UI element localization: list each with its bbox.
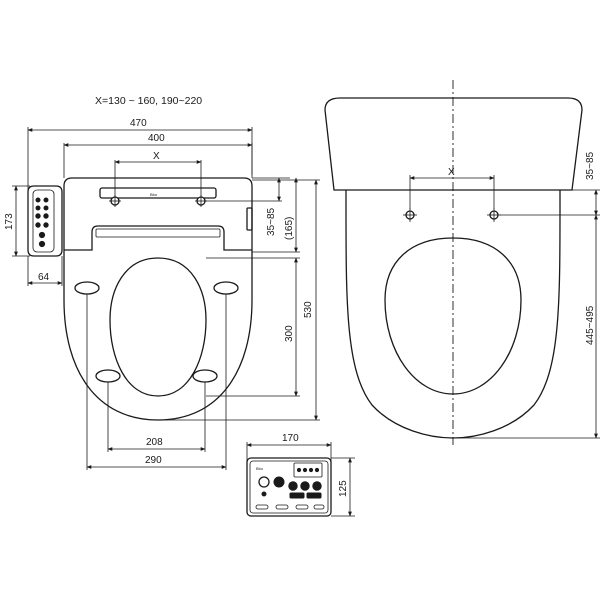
remote-brand-mark: Bbo: [256, 466, 264, 471]
hinge-housing: [63, 177, 253, 250]
remote-body: [246, 457, 332, 517]
dim-35-85-right-label: 35~85: [585, 151, 596, 180]
bowl-view: X 35~85 445~495: [324, 80, 600, 445]
seat-foot-bottom-left: [95, 369, 121, 383]
dimension-208: 208: [107, 382, 206, 452]
dimension-530: 530: [158, 179, 320, 421]
hinge-cover: [99, 187, 217, 199]
remote-button-7: [289, 492, 305, 499]
dim-470-label: 470: [130, 118, 147, 129]
seat-opening: [109, 257, 207, 397]
dim-208-label: 208: [146, 437, 163, 448]
brand-mark-small: Bbo: [150, 192, 158, 197]
remote-button-3: [288, 481, 298, 491]
bowl-mount-hole-left: [403, 208, 417, 222]
remote-button-5: [312, 481, 322, 491]
dimension-125: 125: [331, 457, 355, 517]
mount-hole-left: [109, 195, 121, 207]
dimension-64: 64: [27, 256, 63, 286]
remote-pill-1: [255, 504, 269, 510]
remote-button-8: [306, 492, 322, 499]
remote-pill-2: [275, 504, 289, 510]
dimension-300: 300: [206, 257, 300, 397]
dimension-35-85-left: 35~85: [205, 177, 290, 236]
seat-top-view: 470 400 X Bbo: [4, 118, 320, 470]
remote-button-1: [258, 476, 270, 488]
dimension-35-85-right: 35~85: [500, 151, 600, 216]
remote-pill-4: [313, 504, 325, 510]
dimension-400: 400: [63, 133, 253, 178]
dim-35-85-left-label: 35~85: [266, 207, 277, 236]
dim-300-label: 300: [284, 325, 295, 342]
bowl-opening: [384, 237, 522, 395]
seat-foot-bottom-right: [192, 369, 218, 383]
dimension-290: 290: [86, 294, 227, 470]
remote-display: [293, 462, 323, 478]
remote-button-6: [261, 491, 267, 497]
seat-foot-top-right: [213, 281, 239, 295]
dim-530-label: 530: [303, 301, 314, 318]
dim-64-label: 64: [38, 272, 50, 283]
remote-pill-3: [295, 504, 309, 510]
dim-290-label: 290: [145, 455, 162, 466]
dim-170-label: 170: [282, 433, 299, 444]
dimension-x-left: X: [114, 151, 202, 202]
seat-foot-top-left: [74, 281, 100, 295]
remote-button-4: [300, 481, 310, 491]
seat-outline: [63, 250, 253, 421]
dim-x-left-label: X: [153, 151, 160, 162]
dim-125-label: 125: [338, 480, 349, 497]
bowl-mount-hole-right: [487, 208, 501, 222]
dimension-470: 470: [27, 118, 253, 190]
dim-165-label: (165): [284, 217, 295, 240]
nozzle-housing: [64, 225, 252, 251]
dim-400-label: 400: [148, 133, 165, 144]
dim-173-label: 173: [4, 213, 15, 230]
dimension-173: 173: [4, 185, 30, 257]
x-range-note: X=130 ~ 160, 190~220: [95, 95, 202, 107]
remote-control: 170 125 Bbo: [246, 433, 355, 517]
dimension-x-right: X: [409, 167, 495, 209]
dim-x-right-label: X: [448, 167, 455, 178]
dimension-170: 170: [246, 433, 332, 462]
side-control-panel: [27, 185, 63, 257]
dim-445-495-label: 445~495: [585, 305, 596, 345]
dimension-165: (165): [252, 177, 300, 253]
remote-button-2: [273, 476, 285, 488]
dimension-445-495: 445~495: [453, 214, 600, 439]
tank-outline: [324, 97, 583, 191]
